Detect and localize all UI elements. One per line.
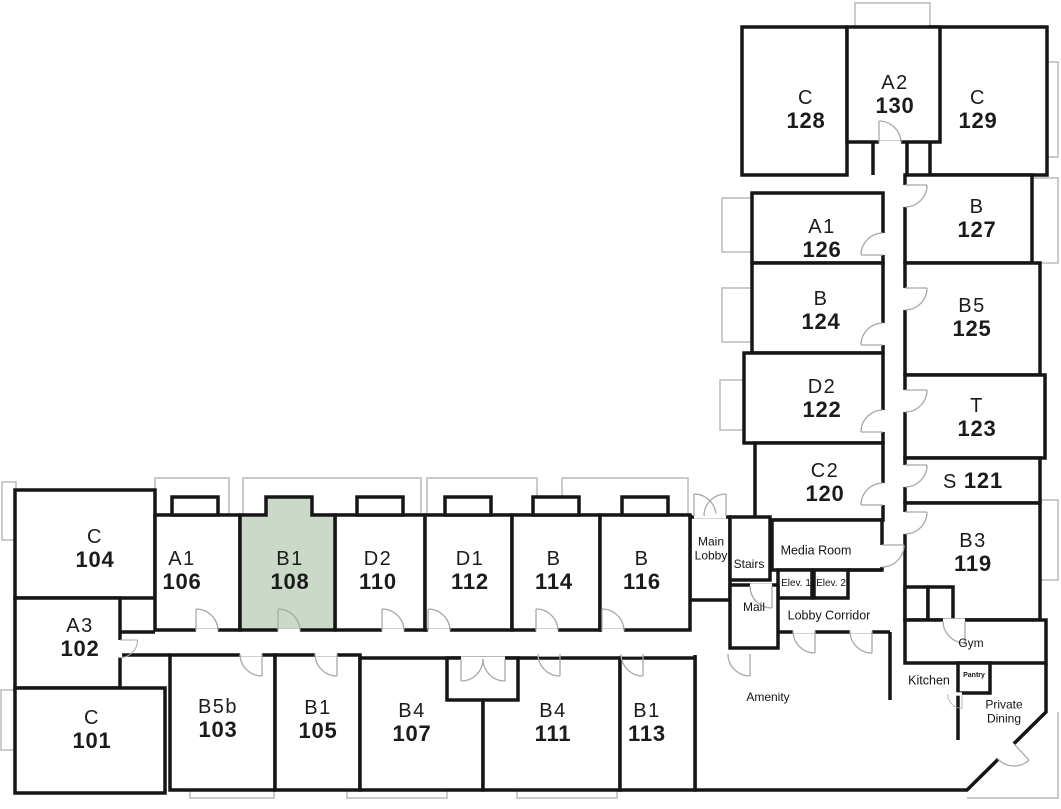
unit-number-label: 130 bbox=[875, 92, 915, 118]
facility-label-amenity: Amenity bbox=[746, 689, 790, 704]
facility-label-mail: Mail bbox=[742, 599, 766, 614]
unit-type-label: D1 bbox=[455, 547, 485, 570]
room-label-b3-119[interactable]: B3 119 bbox=[954, 529, 992, 576]
room-label-c2-120[interactable]: C2 120 bbox=[805, 459, 845, 506]
unit-number-label: 127 bbox=[957, 216, 997, 242]
unit-number-label: 103 bbox=[198, 716, 238, 742]
room-label-b5b-103[interactable]: B5b 103 bbox=[197, 695, 239, 742]
unit-number-label: 110 bbox=[359, 568, 397, 594]
unit-type-label: B bbox=[813, 287, 829, 310]
facility-label-gym: Gym bbox=[958, 635, 984, 650]
unit-type-label: C bbox=[84, 706, 100, 729]
unit-type-label: A1 bbox=[168, 547, 196, 570]
facility-label-pantry: Pantry bbox=[963, 671, 985, 679]
unit-type-label: A3 bbox=[66, 614, 94, 637]
room-label-b1-113[interactable]: B1 113 bbox=[628, 699, 666, 746]
unit-number-label: 123 bbox=[957, 415, 997, 441]
unit-type-label: B bbox=[546, 547, 562, 570]
room-label-c-104[interactable]: C 104 bbox=[75, 525, 115, 572]
unit-number-label: 113 bbox=[628, 720, 666, 746]
room-label-b-114[interactable]: B 114 bbox=[535, 547, 573, 594]
unit-type-label: D2 bbox=[363, 547, 393, 570]
unit-number-label: 116 bbox=[623, 568, 661, 594]
unit-type-label: D2 bbox=[807, 375, 837, 398]
room-label-b-116[interactable]: B 116 bbox=[623, 547, 661, 594]
unit-number-label: 112 bbox=[451, 568, 489, 594]
unit-number-label: 129 bbox=[958, 107, 998, 133]
room-label-a1-126[interactable]: A1 126 bbox=[802, 215, 842, 262]
room-label-c-129[interactable]: C 129 bbox=[958, 86, 998, 133]
unit-number-label: 125 bbox=[952, 315, 992, 341]
unit-number-label: 128 bbox=[786, 107, 826, 133]
unit-number-label: 119 bbox=[954, 550, 992, 576]
room-label-c-101[interactable]: C 101 bbox=[72, 706, 112, 753]
unit-type-label: B5b bbox=[197, 695, 239, 718]
unit-number-label: 101 bbox=[72, 727, 112, 753]
right-wing-walls bbox=[693, 25, 1049, 792]
unit-number-label: 122 bbox=[802, 396, 842, 422]
unit-type-label: B3 bbox=[959, 529, 987, 552]
unit-number-label: 111 bbox=[534, 720, 572, 746]
unit-number-label: 106 bbox=[162, 568, 202, 594]
room-label-t-123[interactable]: T 123 bbox=[957, 394, 997, 441]
unit-type-label: B bbox=[634, 547, 650, 570]
room-label-b1-105[interactable]: B1 105 bbox=[298, 696, 338, 743]
room-label-b1-108[interactable]: B1 108 bbox=[270, 547, 310, 594]
facility-label-elev-1: Elev. 1 bbox=[781, 578, 811, 589]
unit-number-label: 124 bbox=[801, 308, 841, 334]
facility-label-elev-2: Elev. 2 bbox=[816, 578, 846, 589]
unit-type-label: B5 bbox=[958, 294, 986, 317]
unit-number-label: 107 bbox=[392, 720, 432, 746]
unit-type-label: C bbox=[970, 86, 986, 109]
unit-type-label: B1 bbox=[633, 699, 661, 722]
room-label-a1-106[interactable]: A1 106 bbox=[162, 547, 202, 594]
room-label-c-128[interactable]: C 128 bbox=[786, 86, 826, 133]
room-label-d2-110[interactable]: D2 110 bbox=[359, 547, 397, 594]
unit-number-label: 108 bbox=[270, 568, 310, 594]
unit-type-label: T bbox=[970, 394, 984, 417]
room-label-b-124[interactable]: B 124 bbox=[801, 287, 841, 334]
facility-label-stairs: Stairs bbox=[733, 556, 765, 571]
unit-type-label: B1 bbox=[304, 696, 332, 719]
unit-number-label: 126 bbox=[802, 236, 842, 262]
unit-type-label: B1 bbox=[276, 547, 304, 570]
room-label-d1-112[interactable]: D1 112 bbox=[451, 547, 489, 594]
room-label-b-127[interactable]: B 127 bbox=[957, 195, 997, 242]
unit-number-label: 105 bbox=[298, 717, 338, 743]
unit-type-label: C bbox=[87, 525, 103, 548]
room-label-s-121[interactable]: S 121 bbox=[943, 469, 1003, 493]
room-label-b4-111[interactable]: B4 111 bbox=[534, 699, 572, 746]
unit-type-label: B4 bbox=[398, 699, 426, 722]
unit-number-label: 120 bbox=[805, 480, 845, 506]
unit-type-label: B4 bbox=[539, 699, 567, 722]
unit-number-label: 102 bbox=[60, 635, 100, 661]
unit-type-label: A1 bbox=[808, 215, 836, 238]
unit-number-label: 104 bbox=[75, 546, 115, 572]
room-label-a2-130[interactable]: A2 130 bbox=[875, 71, 915, 118]
facility-label-kitchen: Kitchen bbox=[908, 673, 950, 688]
facility-label-lobby-corridor: Lobby Corridor bbox=[787, 608, 871, 623]
unit-type-label: C2 bbox=[810, 459, 840, 482]
room-label-d2-122[interactable]: D2 122 bbox=[802, 375, 842, 422]
unit-type-label: A2 bbox=[881, 71, 909, 94]
room-label-a3-102[interactable]: A3 102 bbox=[60, 614, 100, 661]
left-wing-walls bbox=[13, 488, 697, 795]
unit-number-label: 121 bbox=[963, 467, 1003, 493]
room-label-b5-125[interactable]: B5 125 bbox=[952, 294, 992, 341]
unit-type-label: B bbox=[969, 195, 985, 218]
room-label-b4-107[interactable]: B4 107 bbox=[392, 699, 432, 746]
unit-type-label: C bbox=[798, 86, 814, 109]
room-shape-b1-108[interactable] bbox=[238, 495, 337, 632]
unit-type-label: S bbox=[943, 470, 958, 493]
facility-label-media-room: Media Room bbox=[780, 543, 852, 558]
unit-number-label: 114 bbox=[535, 568, 573, 594]
